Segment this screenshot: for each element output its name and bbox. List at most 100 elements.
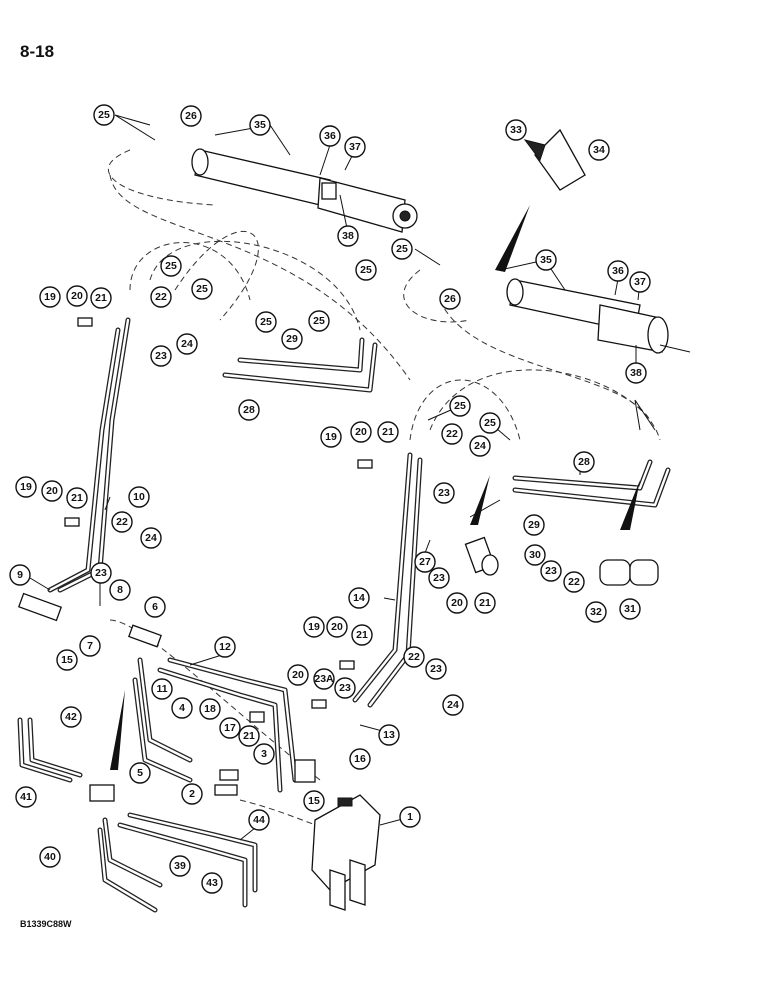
callout: 19 [320, 426, 342, 448]
callout: 23A [313, 668, 335, 690]
callout: 6 [144, 596, 166, 618]
callout: 21 [377, 421, 399, 443]
svg-text:12: 12 [219, 641, 231, 653]
callout: 38 [337, 225, 359, 247]
svg-text:24: 24 [474, 440, 486, 452]
figure-code: B1339C88W [20, 919, 72, 929]
callout: 37 [344, 136, 366, 158]
callout: 13 [378, 724, 400, 746]
svg-text:24: 24 [145, 532, 157, 544]
callout: 17 [219, 717, 241, 739]
svg-text:36: 36 [324, 130, 336, 142]
callout: 2 [181, 783, 203, 805]
svg-text:6: 6 [152, 601, 158, 613]
callout: 23 [433, 482, 455, 504]
tubes-left [47, 317, 131, 593]
svg-text:42: 42 [65, 711, 77, 723]
callout: 21 [238, 725, 260, 747]
svg-text:13: 13 [383, 729, 395, 741]
svg-text:24: 24 [447, 699, 459, 711]
fittings [17, 317, 659, 802]
svg-text:29: 29 [286, 333, 298, 345]
callout: 20 [446, 592, 468, 614]
callout: 25 [93, 104, 115, 126]
svg-text:25: 25 [260, 316, 272, 328]
callout: 22 [563, 571, 585, 593]
callout: 39 [169, 855, 191, 877]
svg-text:19: 19 [325, 431, 337, 443]
svg-text:14: 14 [353, 592, 365, 604]
svg-text:24: 24 [181, 338, 193, 350]
svg-text:25: 25 [396, 243, 408, 255]
callout: 35 [535, 249, 557, 271]
svg-text:22: 22 [408, 651, 420, 663]
svg-text:38: 38 [630, 367, 642, 379]
callout: 28 [238, 399, 260, 421]
svg-text:21: 21 [71, 492, 83, 504]
tube-4-5 [110, 657, 193, 783]
svg-text:4: 4 [179, 702, 185, 714]
svg-text:21: 21 [382, 426, 394, 438]
callouts: 25 26 35 36 37 33 34 38 25 35 36 37 26 3… [9, 104, 651, 894]
callout: 19 [39, 286, 61, 308]
tube-28-29-right [470, 459, 671, 530]
svg-text:10: 10 [133, 491, 145, 503]
tool-33-34 [495, 128, 586, 272]
tube-14-center [352, 452, 423, 708]
control-valve [311, 794, 381, 911]
svg-text:23: 23 [438, 487, 450, 499]
callout: 21 [474, 592, 496, 614]
svg-text:1: 1 [407, 811, 413, 823]
callout: 20 [41, 480, 63, 502]
svg-text:43: 43 [206, 877, 218, 889]
svg-text:41: 41 [20, 791, 32, 803]
callout: 5 [129, 762, 151, 784]
svg-text:16: 16 [354, 753, 366, 765]
svg-text:19: 19 [308, 621, 320, 633]
callout: 24 [140, 527, 162, 549]
svg-text:25: 25 [196, 283, 208, 295]
callout: 9 [9, 564, 31, 586]
callout: 3 [253, 743, 275, 765]
tube-28-29-upper [222, 337, 378, 393]
svg-text:25: 25 [313, 315, 325, 327]
svg-text:39: 39 [174, 860, 186, 872]
svg-text:20: 20 [46, 485, 58, 497]
callout: 23 [540, 560, 562, 582]
callout: 11 [151, 678, 173, 700]
svg-text:25: 25 [484, 417, 496, 429]
svg-text:20: 20 [292, 669, 304, 681]
svg-text:35: 35 [540, 254, 552, 266]
callout: 22 [150, 286, 172, 308]
callout: 30 [524, 544, 546, 566]
svg-text:9: 9 [17, 569, 23, 581]
callout: 21 [66, 487, 88, 509]
svg-text:23: 23 [339, 682, 351, 694]
callout: 25 [449, 395, 471, 417]
svg-text:33: 33 [510, 124, 522, 136]
svg-text:2: 2 [189, 788, 195, 800]
callout: 36 [319, 125, 341, 147]
svg-text:26: 26 [444, 293, 456, 305]
callout: 23 [150, 345, 172, 367]
callout: 8 [109, 579, 131, 601]
callout: 37 [629, 271, 651, 293]
svg-text:11: 11 [156, 683, 167, 695]
svg-text:22: 22 [568, 576, 580, 588]
svg-text:18: 18 [204, 703, 216, 715]
callout: 10 [128, 486, 150, 508]
svg-text:40: 40 [44, 851, 56, 863]
svg-text:44: 44 [253, 814, 265, 826]
tube-44-43 [117, 812, 258, 908]
svg-text:19: 19 [44, 291, 56, 303]
svg-text:19: 19 [20, 481, 32, 493]
leader-lines [29, 114, 656, 841]
callout: 23 [428, 567, 450, 589]
callout: 34 [588, 139, 610, 161]
svg-text:31: 31 [624, 603, 636, 615]
svg-text:20: 20 [331, 621, 343, 633]
tube-42-41 [17, 717, 83, 783]
callout: 20 [66, 285, 88, 307]
svg-text:23: 23 [95, 567, 107, 579]
